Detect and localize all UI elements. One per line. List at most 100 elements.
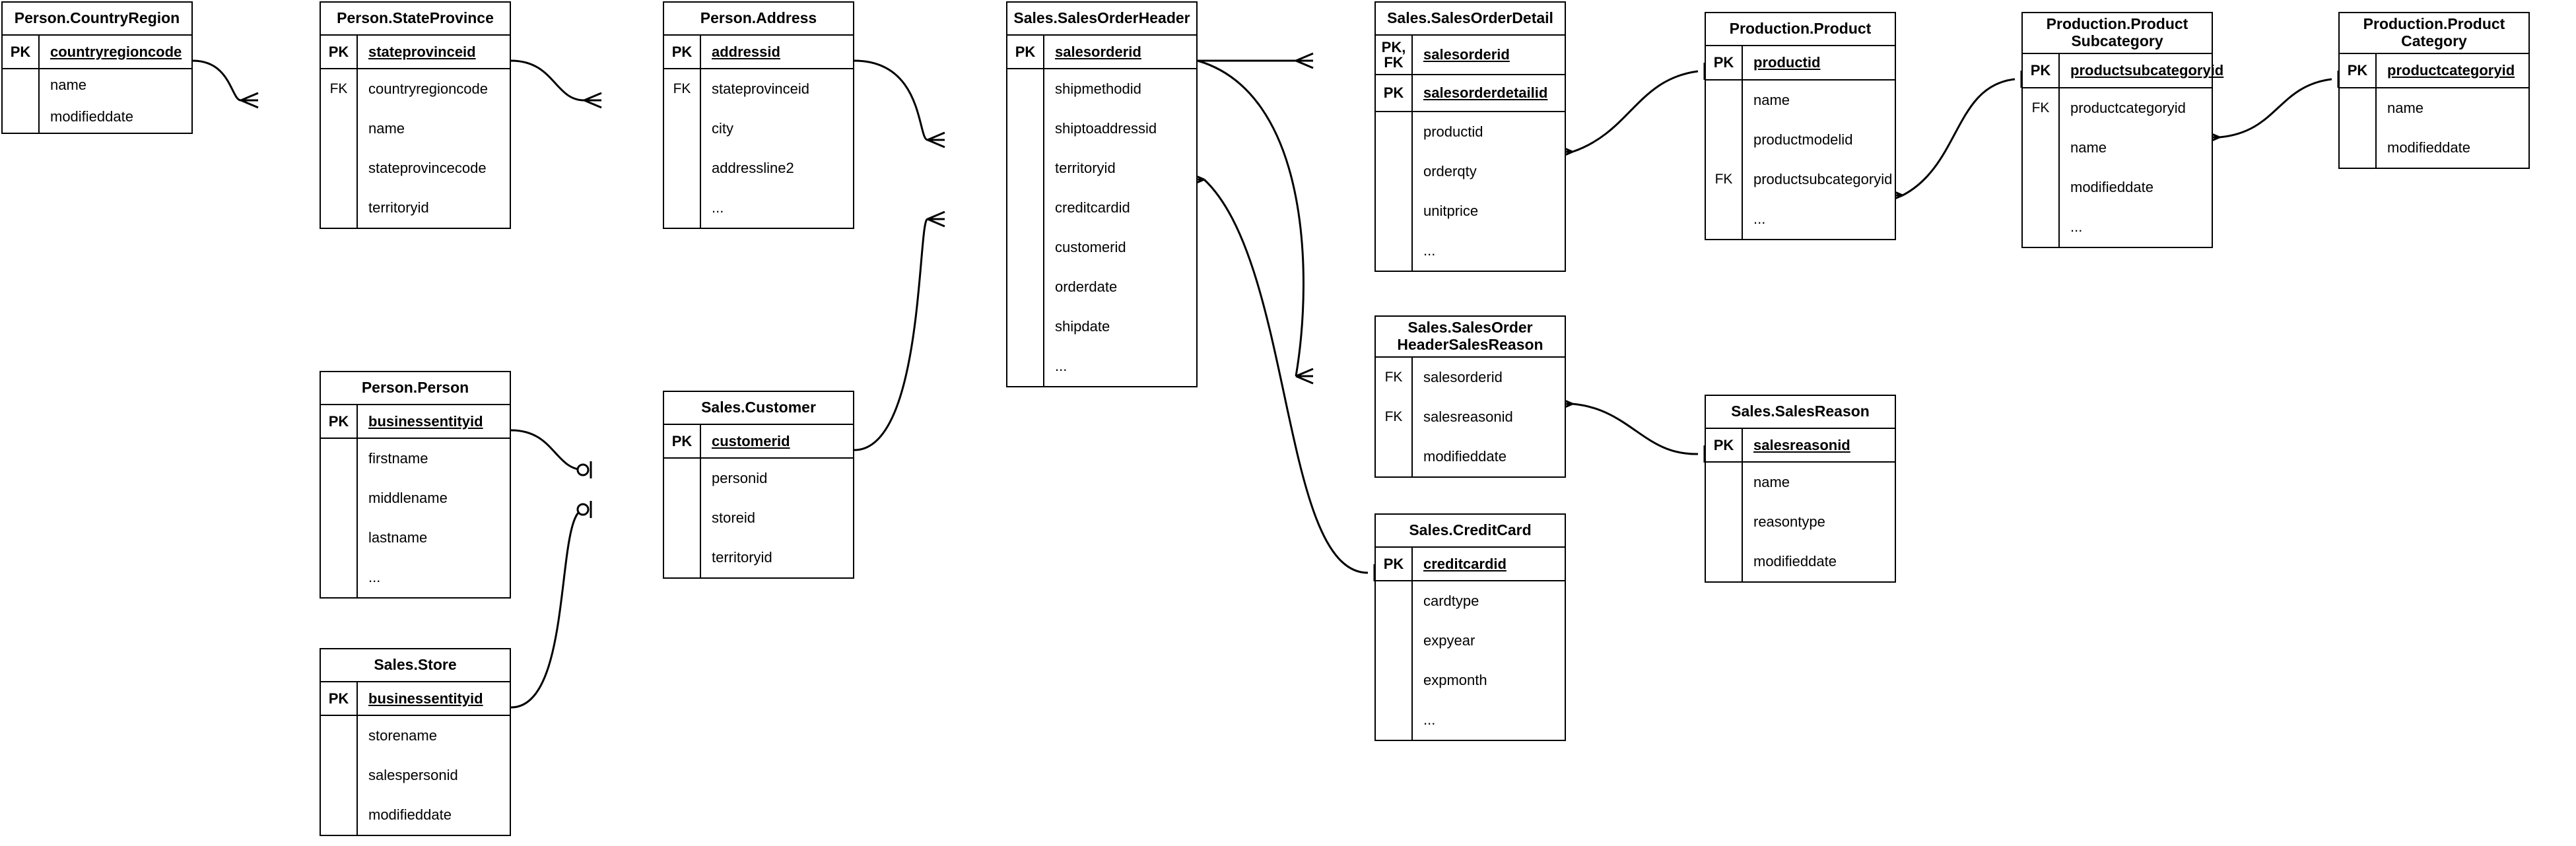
key-badge bbox=[321, 756, 358, 795]
attribute-row[interactable]: name bbox=[1706, 463, 1895, 502]
attribute-row[interactable]: modifieddate bbox=[2340, 128, 2528, 168]
attribute-row[interactable]: territoryid bbox=[321, 188, 510, 228]
key-badge: PK bbox=[1706, 429, 1743, 461]
attribute-row[interactable]: city bbox=[664, 109, 853, 148]
attribute-row[interactable]: name bbox=[2023, 128, 2212, 168]
attribute-name: modifieddate bbox=[1423, 448, 1507, 465]
attribute-row[interactable]: expmonth bbox=[1376, 661, 1565, 700]
attribute-row[interactable]: modifieddate bbox=[321, 795, 510, 835]
attribute-name: unitprice bbox=[1423, 203, 1479, 219]
attribute-row[interactable]: modifieddate bbox=[3, 101, 191, 133]
attribute-row[interactable]: customerid bbox=[1007, 228, 1196, 267]
attribute-row[interactable]: productid bbox=[1376, 112, 1565, 152]
attribute-row[interactable]: personid bbox=[664, 459, 853, 498]
attribute-row[interactable]: storename bbox=[321, 716, 510, 756]
attribute-row[interactable]: modifieddate bbox=[1376, 437, 1565, 476]
attribute-name: addressline2 bbox=[712, 160, 794, 176]
attribute-row[interactable]: creditcardid bbox=[1007, 188, 1196, 228]
attribute-row[interactable]: name bbox=[321, 109, 510, 148]
key-badge bbox=[1706, 542, 1743, 581]
attribute-row[interactable]: expyear bbox=[1376, 621, 1565, 661]
attribute-row[interactable]: storeid bbox=[664, 498, 853, 538]
key-badge bbox=[1007, 267, 1044, 307]
attribute-row[interactable]: reasontype bbox=[1706, 502, 1895, 542]
attribute-row[interactable]: middlename bbox=[321, 478, 510, 518]
relationship-rel-salesorderheader-salesorderdetail bbox=[1190, 52, 1314, 69]
attribute-row[interactable]: firstname bbox=[321, 439, 510, 478]
attribute-row[interactable]: name bbox=[3, 69, 191, 101]
attribute-name: stateprovinceid bbox=[712, 81, 809, 97]
attribute-row[interactable]: cardtype bbox=[1376, 581, 1565, 621]
attribute-row[interactable]: name bbox=[1706, 81, 1895, 120]
attribute-row[interactable]: ... bbox=[1007, 346, 1196, 386]
crowsfoot-prong bbox=[927, 211, 945, 220]
attribute-row[interactable]: shipmethodid bbox=[1007, 69, 1196, 109]
attribute-row[interactable]: orderdate bbox=[1007, 267, 1196, 307]
attribute-row[interactable]: stateprovincecode bbox=[321, 148, 510, 188]
attribute-row[interactable]: ... bbox=[1706, 199, 1895, 239]
attribute-row[interactable]: modifieddate bbox=[2023, 168, 2212, 207]
attribute-row[interactable]: addressline2 bbox=[664, 148, 853, 188]
key-badge bbox=[3, 101, 40, 133]
attribute-row[interactable]: ... bbox=[1376, 700, 1565, 740]
attribute-row[interactable]: shipdate bbox=[1007, 307, 1196, 346]
attribute-row[interactable]: modifieddate bbox=[1706, 542, 1895, 581]
attribute-row[interactable]: shiptoaddressid bbox=[1007, 109, 1196, 148]
attribute-row[interactable]: ... bbox=[1376, 231, 1565, 271]
attribute-name: name bbox=[1753, 92, 1790, 108]
attribute-row[interactable]: ... bbox=[321, 558, 510, 597]
attribute-row[interactable]: productmodelid bbox=[1706, 120, 1895, 160]
key-badge: PK bbox=[664, 36, 701, 68]
attribute-row[interactable]: ... bbox=[2023, 207, 2212, 247]
attribute-row[interactable]: orderqty bbox=[1376, 152, 1565, 191]
attribute-row[interactable]: salespersonid bbox=[321, 756, 510, 795]
key-badge bbox=[1007, 346, 1044, 386]
attribute-name: name bbox=[1753, 474, 1790, 490]
attribute-row[interactable]: ... bbox=[664, 188, 853, 228]
attribute-row[interactable]: territoryid bbox=[664, 538, 853, 577]
attribute-row[interactable]: name bbox=[2340, 88, 2528, 128]
attribute-row[interactable]: territoryid bbox=[1007, 148, 1196, 188]
attribute-row[interactable]: unitprice bbox=[1376, 191, 1565, 231]
attribute-name: shipdate bbox=[1055, 318, 1110, 335]
attribute-row[interactable]: lastname bbox=[321, 518, 510, 558]
attribute-name: ... bbox=[1423, 242, 1436, 259]
